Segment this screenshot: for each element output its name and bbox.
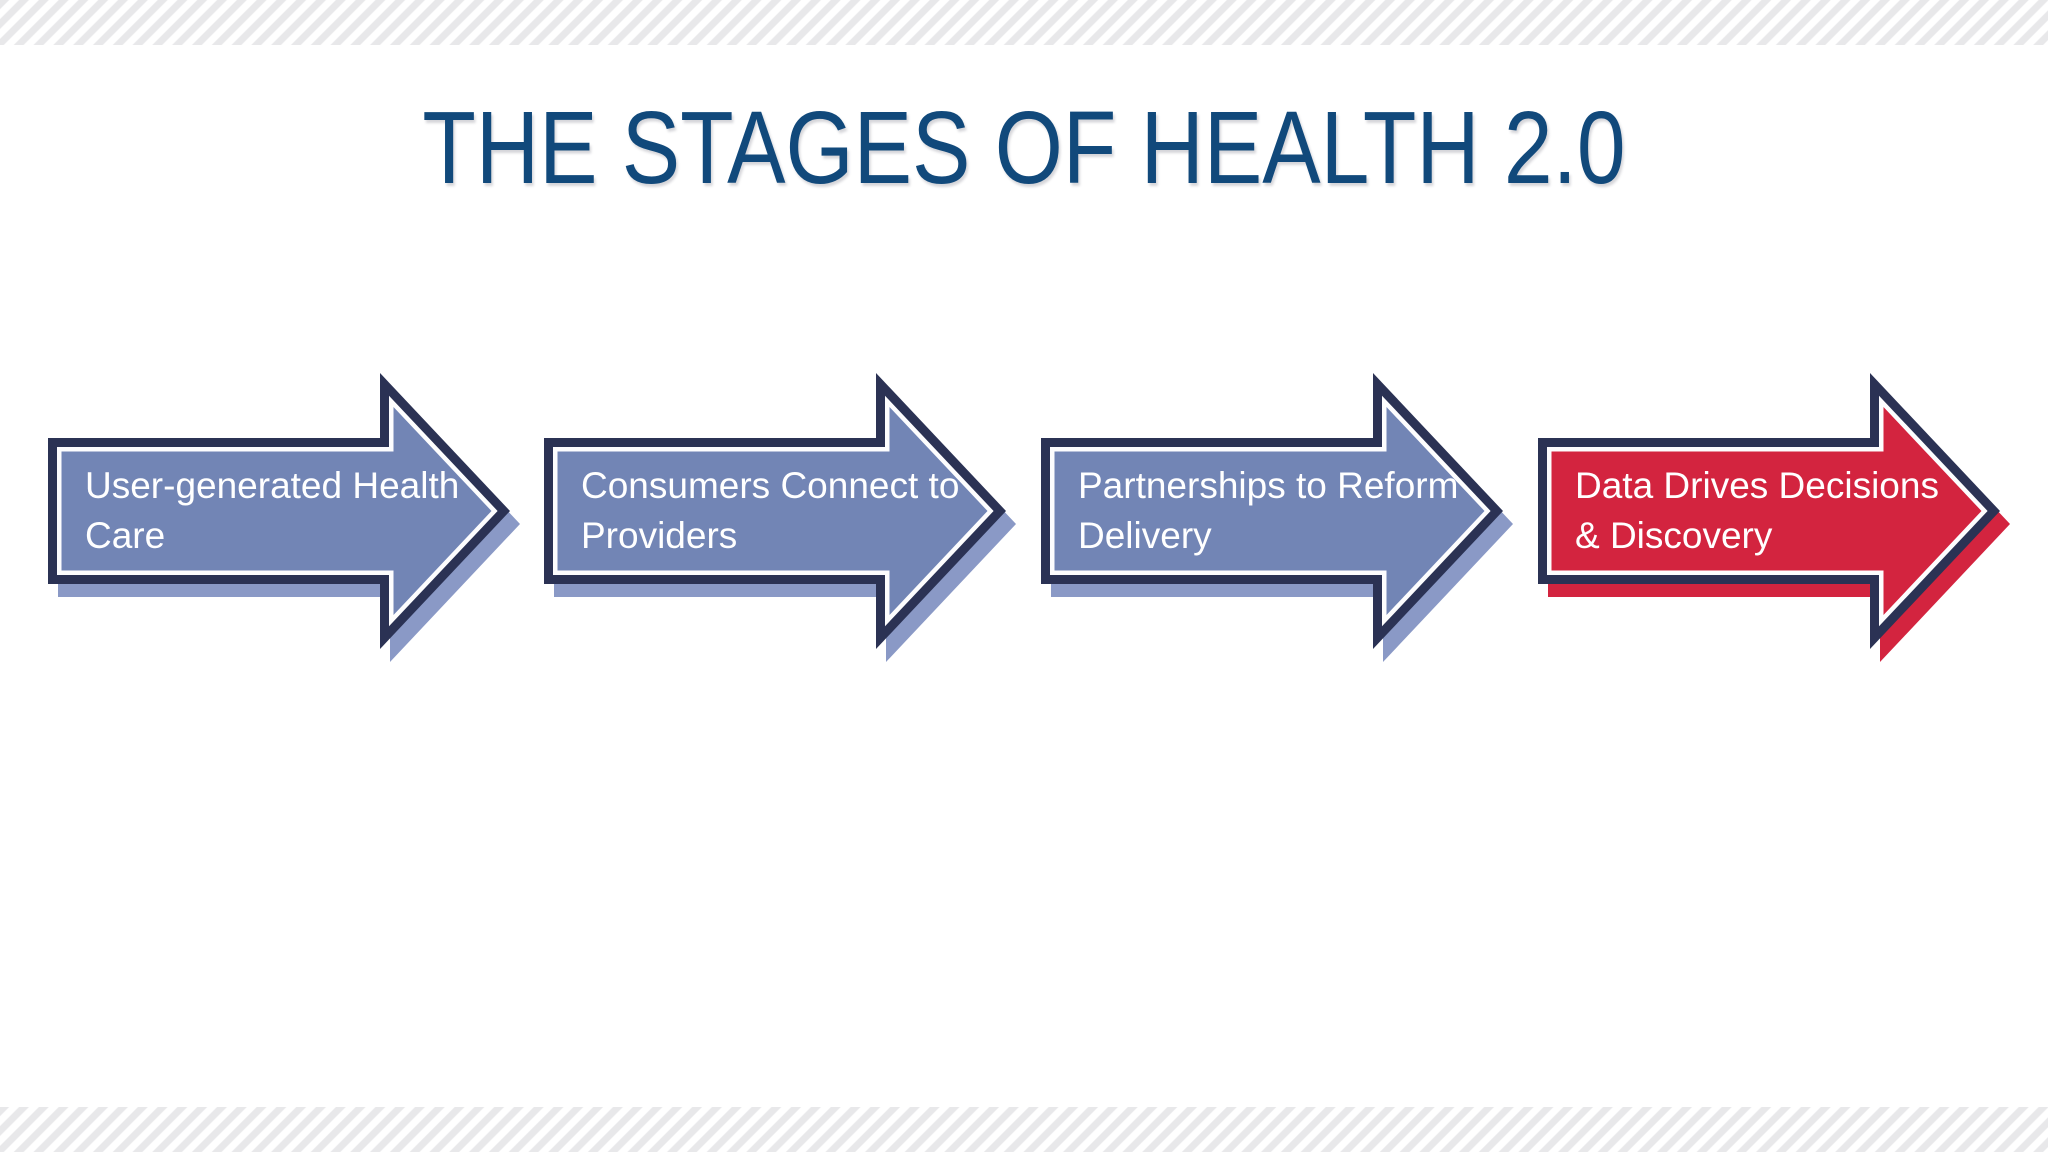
arrow-shape-1 <box>48 373 520 662</box>
slide-title: THE STAGES OF HEALTH 2.0 <box>422 90 1626 205</box>
arrow-shape-3 <box>1041 373 1513 662</box>
arrow-fill <box>1054 407 1485 615</box>
bottom-stripe-band <box>0 1107 2048 1152</box>
arrow-fill <box>557 407 988 615</box>
top-stripe-band <box>0 0 2048 45</box>
arrow-shape-4 <box>1538 373 2010 662</box>
stage-arrow-4: Data Drives Decisions& Discovery <box>1535 371 2015 667</box>
arrow-shape-2 <box>544 373 1016 662</box>
arrow-fill <box>61 407 492 615</box>
arrow-fill <box>1551 407 1982 615</box>
